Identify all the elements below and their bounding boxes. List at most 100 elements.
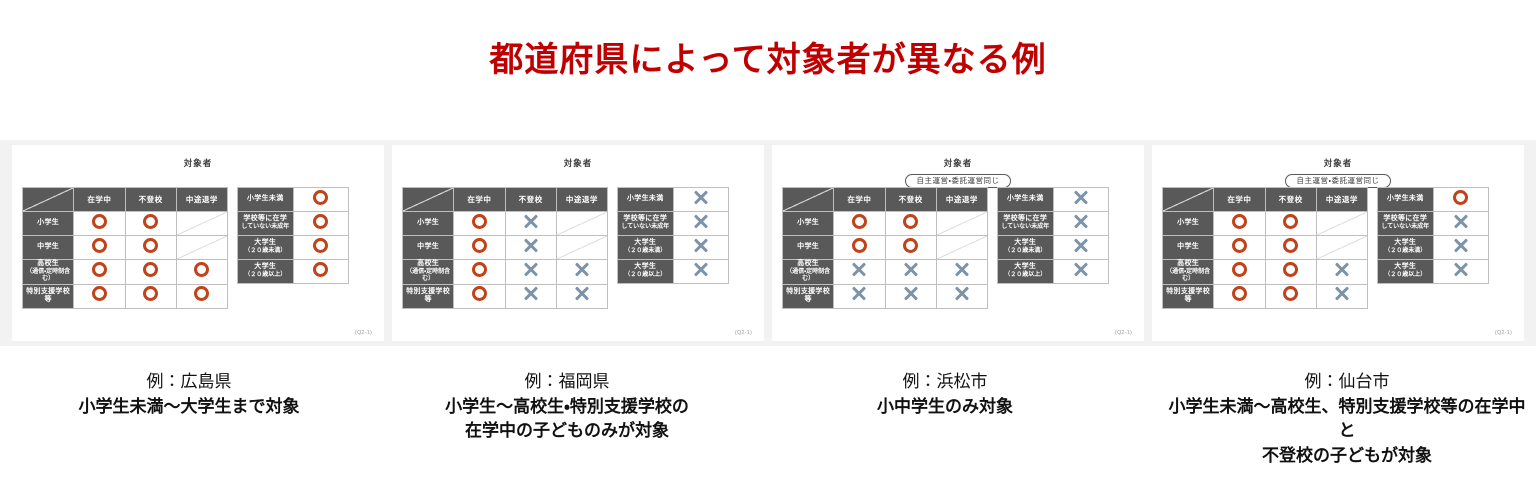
sub-table-row: 大学生（２０歳以上）: [1377, 259, 1489, 284]
matrix-cell-r1c1: [1264, 235, 1317, 260]
row-label-3: 特別支援学校等: [781, 283, 835, 309]
corner-diagonal-icon: [783, 188, 834, 211]
caption-line-0: 例：浜松市: [902, 372, 988, 391]
matrix-cell-r3c2: [175, 283, 229, 309]
caption-sendai: 例：仙台市小学生未満～高校生、特別支援学校等の在学中と不登校の子どもが対象: [1158, 370, 1536, 469]
matrix-cell-r2c2: [935, 259, 989, 285]
sub-row-label-0: 小学生未満: [617, 187, 674, 212]
sub-table-row: 学校等に在学していない未成年: [617, 211, 729, 236]
corner-diagonal-icon: [23, 188, 74, 211]
page-title: 都道府県によって対象者が異なる例: [489, 41, 1047, 79]
sub-matrix-cell-0: [672, 187, 729, 212]
column-header-0: 在学中: [833, 187, 886, 212]
row-label-1: 中学生: [21, 235, 75, 260]
sub-row-label-0: 小学生未満: [237, 187, 294, 212]
caption-hiroshima: 例：広島県小学生未満～大学生まで対象: [0, 370, 378, 469]
cell-circle-mark: [1283, 237, 1299, 253]
table-header-row: 在学中不登校中途退学: [21, 187, 229, 212]
cell-cross-mark: [1333, 261, 1350, 278]
sub-cell-cross-mark: [692, 213, 709, 230]
cell-cross-mark: [902, 285, 919, 302]
matrix-cell-r3c1: [124, 283, 177, 309]
matrix-cell-r0c1: [124, 211, 177, 236]
sub-row-label-2: 大学生（２０歳未満）: [1377, 235, 1434, 260]
table-caption: 対象者: [183, 158, 213, 168]
cell-circle-mark: [91, 286, 107, 302]
cell-circle-mark: [91, 261, 107, 277]
cell-circle-mark: [1231, 213, 1247, 229]
corner-diagonal-icon: [403, 188, 454, 211]
sub-matrix-cell-3: [1432, 259, 1489, 284]
caption-line-0: 例：広島県: [146, 372, 232, 391]
sub-cell-cross-mark: [1072, 213, 1089, 230]
sub-matrix-cell-1: [292, 211, 349, 236]
matrix-cell-r0c1: [1264, 211, 1317, 236]
table-footnote: (Q2-1): [1114, 330, 1132, 336]
sub-row-label-0: 小学生未満: [1377, 187, 1434, 212]
matrix-cell-r2c1: [884, 259, 937, 285]
column-header-2: 中途退学: [555, 187, 609, 212]
table-row: 中学生: [401, 235, 609, 260]
sub-cell-cross-mark: [692, 261, 709, 278]
cell-na-slash: [936, 236, 987, 259]
cell-na-slash: [936, 212, 987, 235]
cell-circle-mark: [1283, 261, 1299, 277]
sub-cell-circle-mark: [1453, 189, 1469, 205]
sub-table-row: 小学生未満: [617, 187, 729, 212]
operation-badge: 自主運営・委託運営同じ: [905, 174, 1011, 188]
matrix-cell-r2c0: [1213, 259, 1266, 285]
matrix-cell-r1c2: [935, 235, 989, 260]
column-header-1: 不登校: [884, 187, 937, 212]
table-row: 小学生: [21, 211, 229, 236]
cell-circle-mark: [471, 213, 487, 229]
matrix-cell-r3c1: [884, 283, 937, 309]
sub-table-row: 小学生未満: [237, 187, 349, 212]
cell-cross-mark: [953, 285, 970, 302]
badge-wrap: 自主運営・委託運営同じ: [1162, 170, 1514, 188]
caption-fukuoka: 例：福岡県小学生～高校生・特別支援学校の在学中の子どものみが対象: [378, 370, 756, 469]
table-row: 特別支援学校等: [401, 283, 609, 309]
sub-cell-cross-mark: [1072, 189, 1089, 206]
matrix-cell-r1c0: [1213, 235, 1266, 260]
operation-badge: 自主運営・委託運営同じ: [1285, 174, 1391, 188]
matrix-cell-r2c0: [833, 259, 886, 285]
cell-circle-mark: [1283, 286, 1299, 302]
cell-circle-mark: [143, 213, 159, 229]
tables-row: 在学中不登校中途退学小学生中学生高校生（通信・定時制含む）特別支援学校等小学生未…: [1161, 187, 1514, 309]
matrix-cell-r0c2: [935, 211, 989, 236]
cell-circle-mark: [1283, 213, 1299, 229]
matrix-cell-r0c2: [555, 211, 609, 236]
sub-matrix-cell-0: [292, 187, 349, 212]
sub-row-label-3: 大学生（２０歳以上）: [237, 259, 294, 284]
matrix-cell-r1c1: [504, 235, 557, 260]
sub-table-row: 大学生（２０歳以上）: [617, 259, 729, 284]
sub-cell-cross-mark: [692, 237, 709, 254]
sub-table-row: 小学生未満: [1377, 187, 1489, 212]
column-header-1: 不登校: [1264, 187, 1317, 212]
sub-table-row: 小学生未満: [997, 187, 1109, 212]
cell-circle-mark: [1231, 237, 1247, 253]
main-matrix-table: 在学中不登校中途退学小学生中学生高校生（通信・定時制含む）特別支援学校等: [401, 187, 609, 309]
column-header-2: 中途退学: [175, 187, 229, 212]
cell-circle-mark: [903, 237, 919, 253]
table-row: 小学生: [1161, 211, 1369, 236]
column-header-1: 不登校: [124, 187, 177, 212]
sub-matrix-cell-2: [672, 235, 729, 260]
sub-matrix-cell-1: [1432, 211, 1489, 236]
row-label-3: 特別支援学校等: [21, 283, 75, 309]
row-label-1: 中学生: [781, 235, 835, 260]
matrix-cell-r0c2: [1315, 211, 1369, 236]
caption-line-1: 小学生未満～高校生、特別支援学校等の在学中と: [1168, 396, 1526, 441]
prefecture-card-hamamatsu: 対象者自主運営・委託運営同じ在学中不登校中途退学小学生中学生高校生（通信・定時制…: [772, 145, 1144, 341]
column-header-0: 在学中: [73, 187, 126, 212]
cell-cross-mark: [522, 213, 539, 230]
matrix-cell-r1c0: [833, 235, 886, 260]
main-matrix-table: 在学中不登校中途退学小学生中学生高校生（通信・定時制含む）特別支援学校等: [781, 187, 989, 309]
table-caption: 対象者: [1323, 158, 1353, 168]
cell-cross-mark: [902, 261, 919, 278]
matrix-cell-r3c2: [555, 283, 609, 309]
cell-cross-mark: [522, 261, 539, 278]
caption-line-1: 小中学生のみ対象: [877, 396, 1013, 416]
cards-container: 対象者自主運営・委託運営同じ在学中不登校中途退学小学生中学生高校生（通信・定時制…: [12, 145, 1524, 341]
row-label-3: 特別支援学校等: [401, 283, 455, 309]
